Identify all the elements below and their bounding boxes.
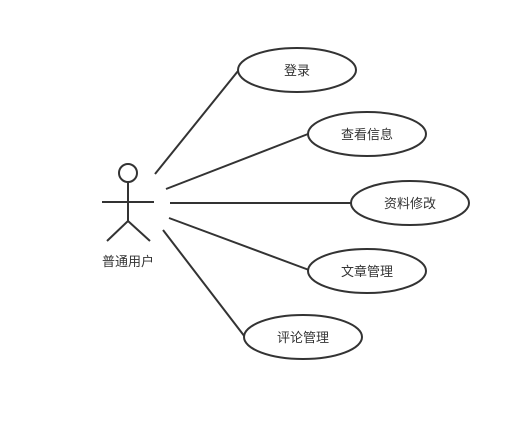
- use-case-login[interactable]: 登录: [237, 47, 357, 93]
- actor-label: 普通用户: [102, 254, 154, 270]
- actor-right-leg: [127, 220, 151, 242]
- use-case-label: 评论管理: [277, 331, 329, 346]
- association-article-management: [168, 217, 310, 271]
- use-case-view-info[interactable]: 查看信息: [307, 111, 427, 157]
- actor: 普通用户: [102, 163, 154, 270]
- use-case-label: 文章管理: [341, 264, 393, 280]
- use-case-comment-management[interactable]: 评论管理: [243, 314, 363, 360]
- association-view-info: [165, 133, 309, 190]
- actor-head: [118, 163, 138, 183]
- use-case-label: 资料修改: [384, 197, 436, 212]
- use-case-article-management[interactable]: 文章管理: [307, 248, 427, 294]
- use-case-label: 登录: [284, 64, 310, 79]
- association-comment-management: [162, 229, 246, 338]
- actor-left-leg: [106, 220, 129, 242]
- use-case-edit-profile[interactable]: 资料修改: [350, 180, 470, 226]
- association-login: [154, 70, 239, 175]
- use-case-label: 查看信息: [341, 127, 393, 143]
